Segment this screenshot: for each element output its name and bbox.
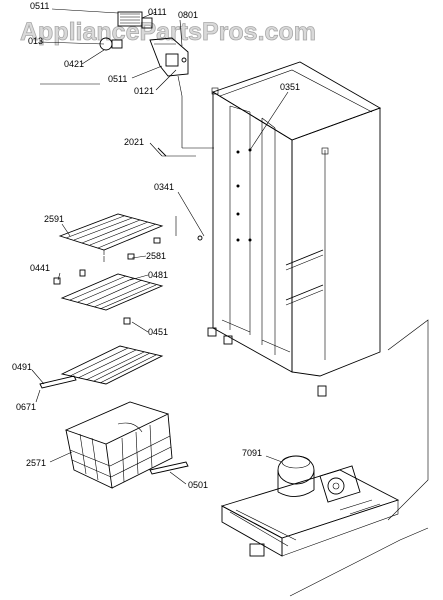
callout-0481: 0481	[148, 270, 168, 280]
callout-0491: 0491	[12, 362, 32, 372]
basket-slide-right	[149, 461, 189, 475]
callout-0121: 0121	[134, 86, 154, 96]
light-housing-assembly	[99, 11, 189, 77]
callout-0341: 0341	[154, 182, 174, 192]
callout-2571: 2571	[26, 458, 46, 468]
callout-0671: 0671	[16, 402, 36, 412]
screw-icon	[157, 147, 167, 157]
screw-icon	[197, 235, 203, 241]
callout-013: 013	[28, 36, 43, 46]
watermark-text: AppliancePartsPros.com	[20, 18, 316, 46]
callout-0111: 0111	[148, 7, 167, 17]
callout-0351: 0351	[280, 82, 300, 92]
callout-7091: 7091	[242, 448, 262, 458]
shelf-clip-icon	[153, 237, 161, 244]
callout-2581: 2581	[146, 251, 166, 261]
callout-0801: 0801	[178, 10, 198, 20]
shelf-clip-icon	[127, 253, 135, 260]
callout-0511-lower: 0511	[108, 74, 127, 84]
callout-labels: 0511 0111 0801 013 0421 0511 0121 0351 2…	[12, 1, 300, 490]
callout-2021: 2021	[124, 137, 144, 147]
callout-0441: 0441	[30, 263, 50, 273]
shelf-clip-icon	[79, 269, 86, 277]
shelf-lower	[60, 345, 164, 385]
refrigerator-cabinet	[207, 61, 382, 397]
compressor-assembly	[220, 455, 400, 557]
wire-basket	[64, 401, 173, 489]
cabinet-frame-line	[289, 527, 429, 597]
leader-lines	[31, 8, 289, 485]
callout-0501: 0501	[188, 480, 208, 490]
cabinet-frame-line	[387, 319, 429, 521]
shelf-top	[58, 213, 164, 255]
shelf-middle	[60, 273, 164, 311]
callout-0421: 0421	[64, 59, 84, 69]
callout-0451: 0451	[148, 327, 168, 337]
basket-slide-left	[39, 375, 77, 389]
shelf-clip-icon	[53, 277, 61, 285]
callout-0511-top: 0511	[30, 1, 49, 11]
shelf-clip-icon	[123, 317, 131, 325]
callout-2591: 2591	[44, 214, 64, 224]
